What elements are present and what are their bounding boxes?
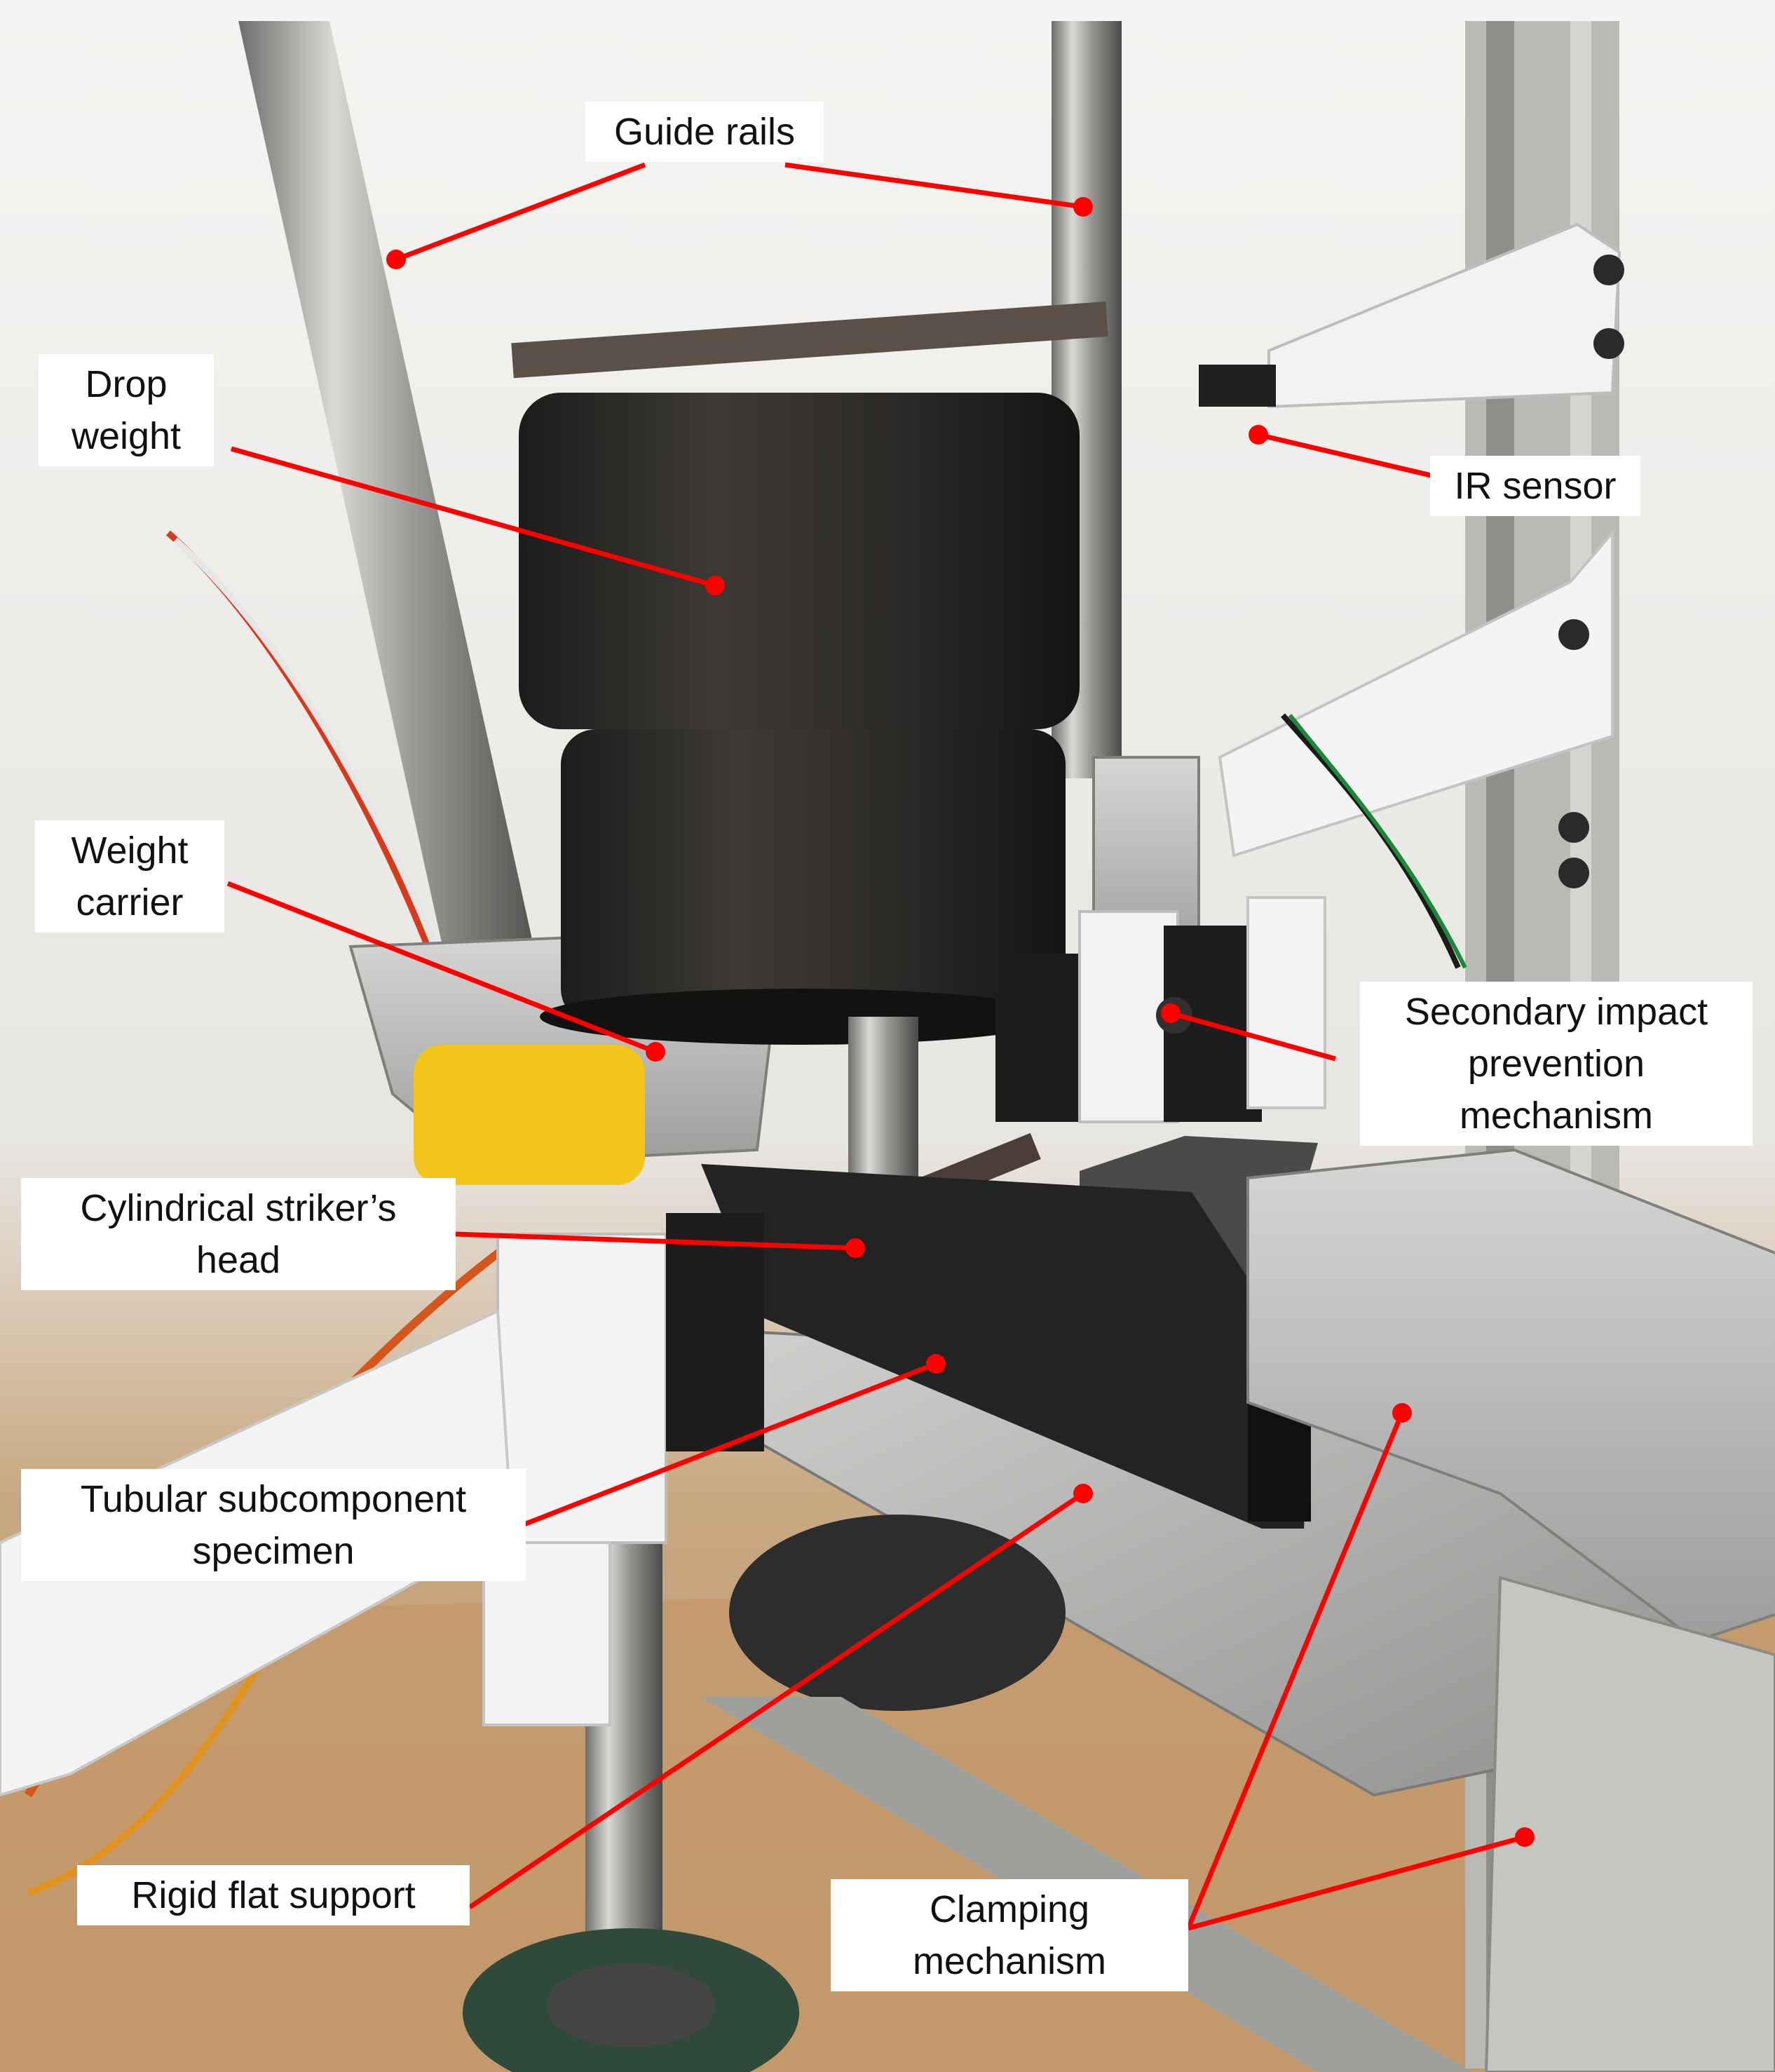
- label-line: Secondary impact: [1404, 991, 1708, 1033]
- label-line: head: [196, 1239, 281, 1281]
- clamp-square-tube: [1246, 1148, 1775, 1643]
- label-line: mechanism: [1459, 1095, 1654, 1137]
- top-plate: [511, 302, 1108, 379]
- base-weight-disc: [729, 1515, 1066, 1711]
- label-line: Drop: [85, 363, 168, 405]
- label-line: Clamping: [929, 1888, 1090, 1930]
- label-line: weight: [71, 415, 182, 457]
- label-line: Cylindrical striker’s: [80, 1187, 397, 1229]
- clamp-lower-block: [1484, 1576, 1775, 2072]
- label-weight-carrier: Weight carrier: [35, 820, 224, 933]
- left-guide-rail: [238, 21, 554, 1038]
- label-line: carrier: [76, 881, 184, 923]
- striker-shaft: [848, 1017, 918, 1199]
- label-guide-rails: Guide rails: [585, 102, 824, 162]
- label-line: IR sensor: [1454, 465, 1617, 507]
- annotation-leaders: [226, 162, 1525, 1931]
- label-secondary-impact-prevention: Secondary impact prevention mechanism: [1360, 982, 1753, 1146]
- label-line: specimen: [192, 1530, 355, 1572]
- label-clamping-mechanism: Clamping mechanism: [831, 1879, 1188, 1991]
- label-tubular-subcomponent-specimen: Tubular subcomponent specimen: [21, 1469, 526, 1581]
- label-cylindrical-striker-head: Cylindrical striker’s head: [21, 1178, 456, 1290]
- label-line: Guide rails: [613, 111, 796, 153]
- drop-weight-upper: [519, 393, 1080, 729]
- label-line: Tubular subcomponent: [80, 1478, 467, 1520]
- yellow-tape: [414, 1045, 645, 1185]
- secondary-servo-left: [995, 954, 1080, 1122]
- label-line: Weight: [71, 830, 189, 872]
- label-line: prevention: [1467, 1043, 1645, 1085]
- upper-white-bracket: [1218, 529, 1614, 858]
- label-ir-sensor: IR sensor: [1430, 456, 1640, 516]
- drop-weight-lower: [561, 729, 1066, 1024]
- label-line: mechanism: [912, 1940, 1107, 1982]
- label-rigid-flat-support: Rigid flat support: [77, 1865, 470, 1925]
- annotation-dots: [386, 197, 1535, 1847]
- label-drop-weight: Drop weight: [39, 354, 214, 466]
- label-line: Rigid flat support: [131, 1874, 416, 1916]
- ir-sensor-body: [1199, 365, 1276, 407]
